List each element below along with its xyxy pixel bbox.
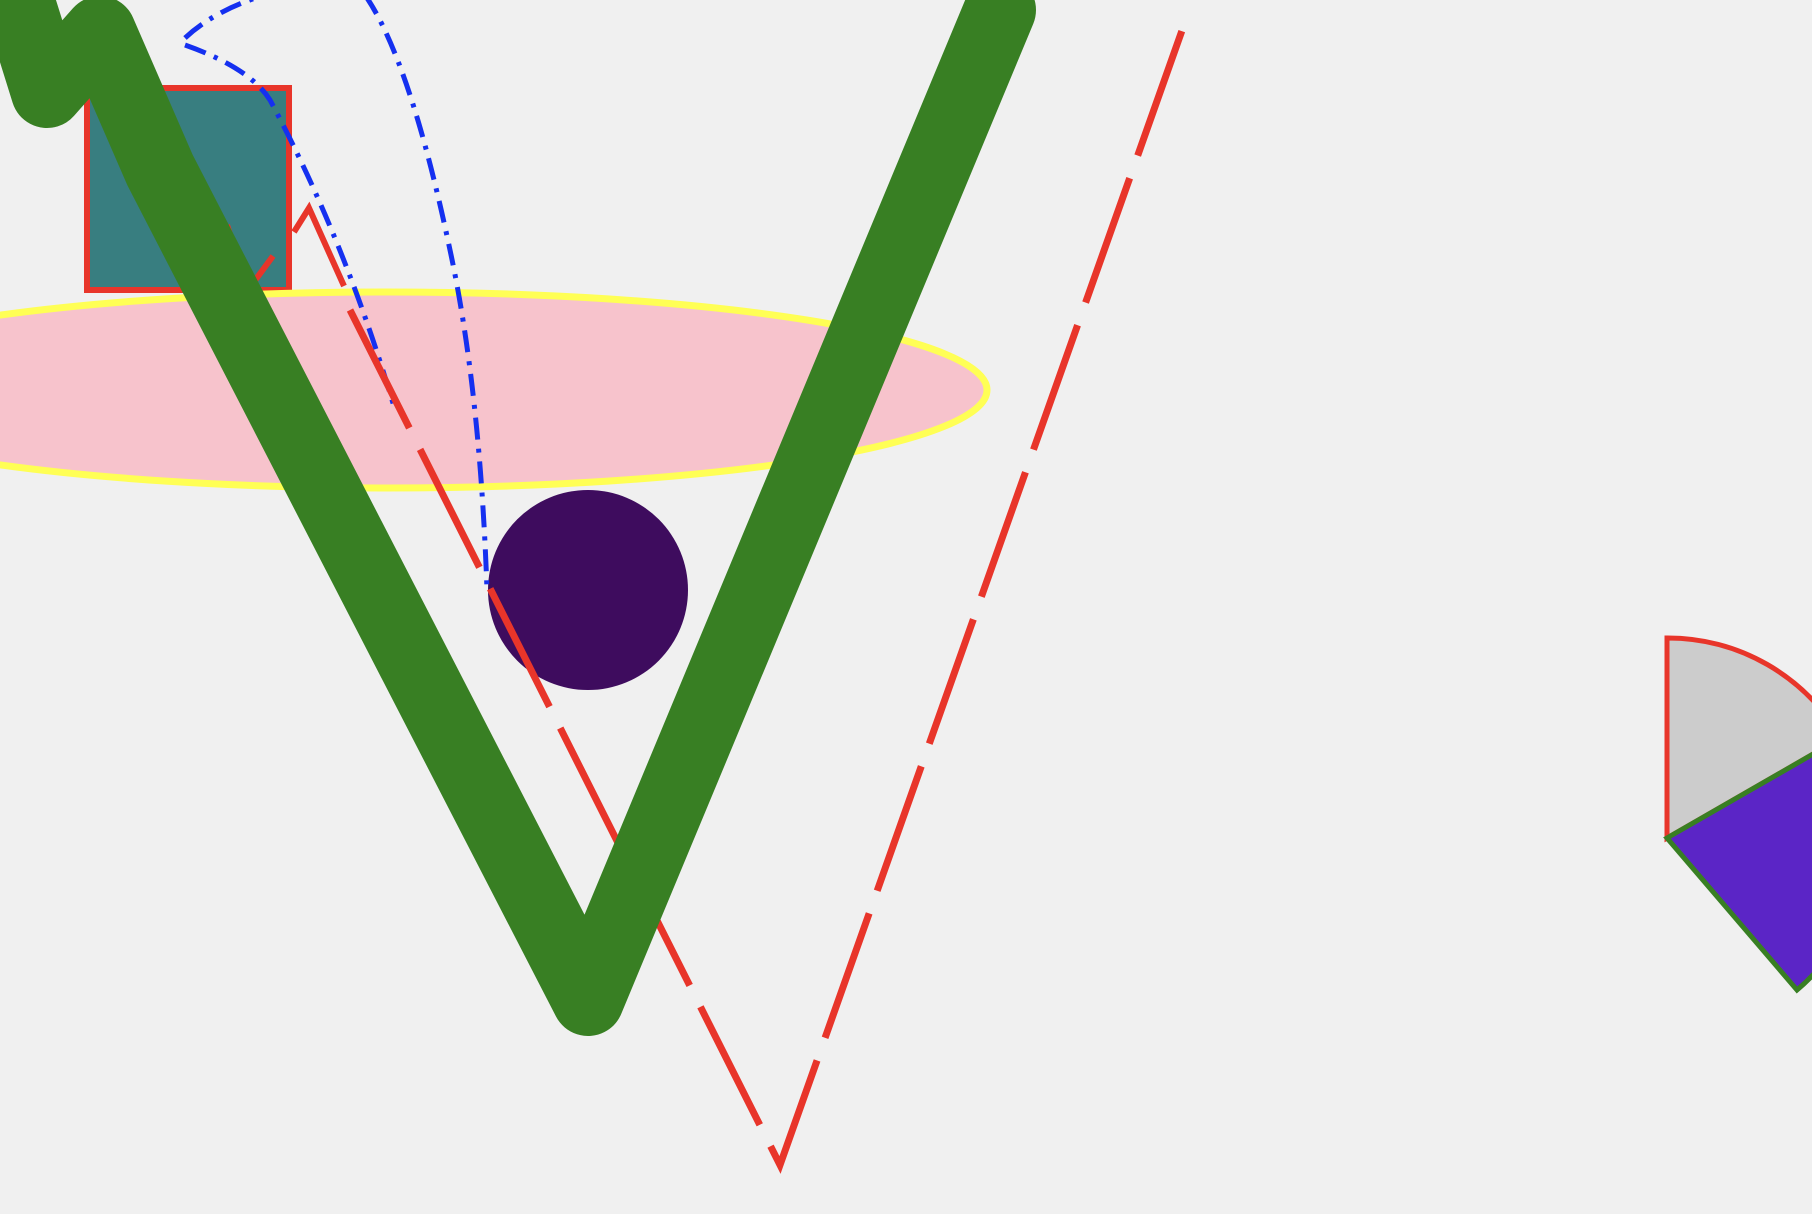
- purple-circle: [488, 490, 688, 690]
- gray-pie-slice: [1664, 635, 1812, 843]
- red-dashed-v: [346, 20, 1189, 1174]
- green-v-stroke: [0, 0, 1036, 1036]
- violet-pie-slice: [1663, 751, 1812, 994]
- blue-dashdot-curve: [183, 0, 490, 591]
